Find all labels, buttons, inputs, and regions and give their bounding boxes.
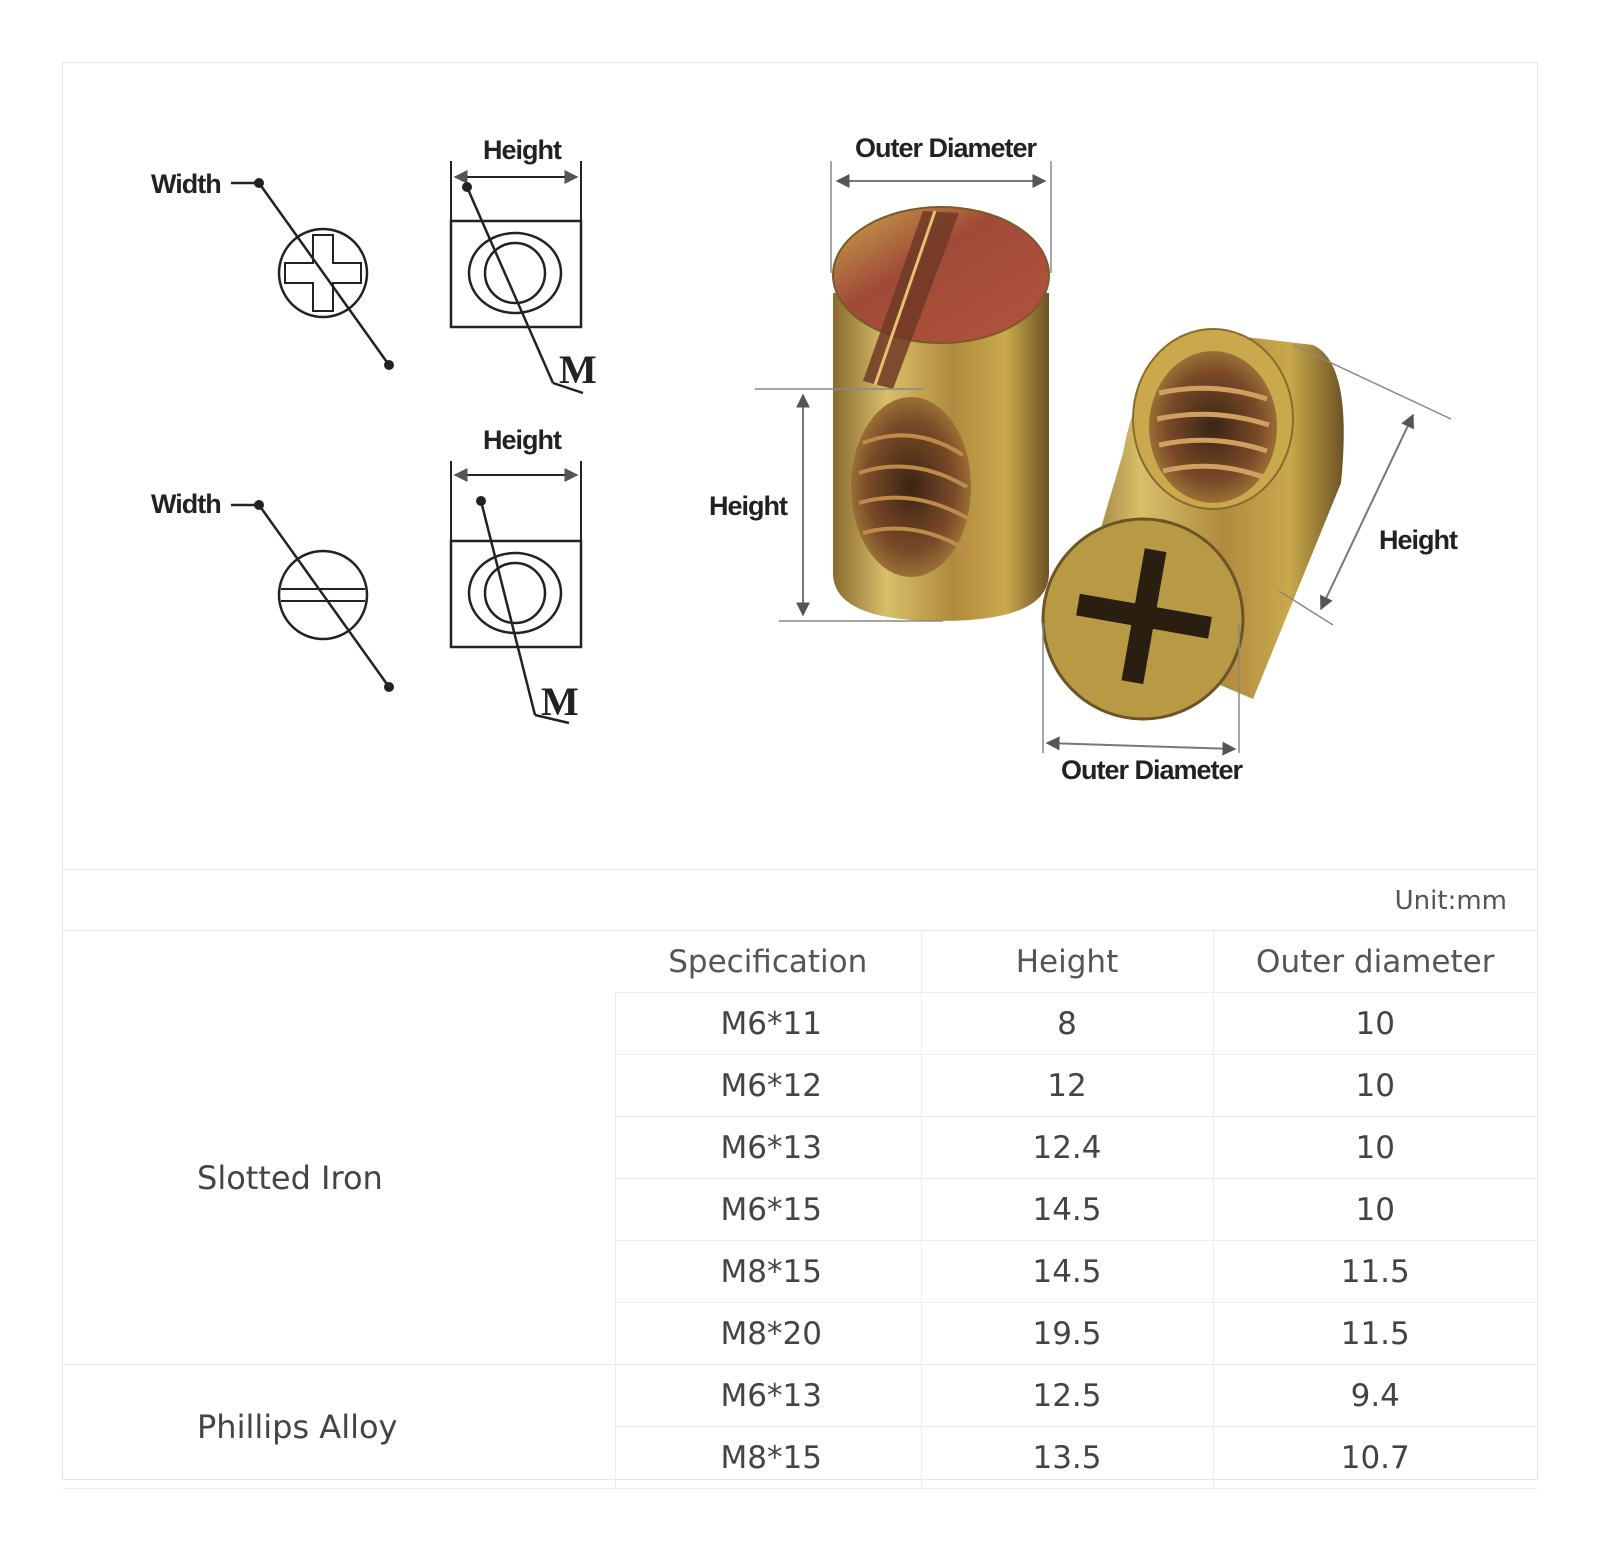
- cell-outer: 11.5: [1212, 1240, 1537, 1303]
- phillips-side-drawing: [231, 178, 394, 370]
- table-row: Slotted Iron M6*11 8 10: [63, 992, 1537, 1365]
- cell-height: 14.5: [920, 1178, 1213, 1241]
- cell-height: 12: [920, 1054, 1213, 1117]
- cell-spec: M6*11: [615, 992, 921, 1055]
- cell-height: 12.5: [920, 1364, 1213, 1427]
- header-height: Height: [920, 931, 1213, 993]
- unit-label: Unit:mm: [1394, 886, 1507, 916]
- cell-spec: M6*12: [615, 1054, 921, 1117]
- cell-height: 14.5: [920, 1240, 1213, 1303]
- cell-height: 19.5: [920, 1302, 1213, 1365]
- m-label-top: M: [559, 347, 597, 392]
- slotted-front-drawing: [449, 461, 583, 725]
- cell-outer: 10: [1212, 1178, 1537, 1241]
- cell-spec: M8*15: [615, 1426, 921, 1489]
- spec-card: Width Height M Width Height M: [62, 62, 1538, 1489]
- slotted-barrel-nut-photo: [832, 206, 1050, 621]
- cell-height: 12.4: [920, 1116, 1213, 1179]
- cell-spec: M6*13: [615, 1116, 921, 1179]
- slotted-side-drawing: [231, 500, 394, 692]
- table-row: Phillips Alloy M6*13 12.5 9.4: [63, 1364, 1537, 1489]
- height-label-top: Height: [483, 135, 562, 165]
- cell-spec: M8*15: [615, 1240, 921, 1303]
- cell-spec: M6*13: [615, 1364, 921, 1427]
- height-label-bottom: Height: [483, 425, 562, 455]
- m-label-bottom: M: [541, 679, 579, 724]
- dimension-drawing: Width Height M Width Height M: [151, 133, 1459, 785]
- outer-diameter-label-top: Outer Diameter: [855, 133, 1038, 163]
- header-outer-diameter: Outer diameter: [1212, 931, 1537, 993]
- width-label-top: Width: [151, 169, 221, 199]
- header-blank-cell: [63, 931, 615, 993]
- cell-outer: 10: [1212, 1116, 1537, 1179]
- cell-outer: 10.7: [1212, 1426, 1537, 1489]
- table-row: M6*15 14.5 10: [63, 1178, 1537, 1241]
- cell-outer: 10: [1212, 1054, 1537, 1117]
- spec-table: Specification Height Outer diameter Slot…: [63, 931, 1537, 1489]
- width-label-bottom: Width: [151, 489, 221, 519]
- group-name-slotted-iron: Slotted Iron: [63, 992, 616, 1365]
- phillips-front-drawing: [449, 161, 584, 395]
- cell-spec: M6*15: [615, 1178, 921, 1241]
- cell-outer: 9.4: [1212, 1364, 1537, 1427]
- cell-outer: 10: [1212, 992, 1537, 1055]
- group-name-phillips-alloy: Phillips Alloy: [63, 1364, 616, 1489]
- height-label-left-photo: Height: [709, 491, 788, 521]
- table-row: M8*20 19.5 11.5: [63, 1302, 1537, 1365]
- table-row: M8*15 13.5 10.7: [63, 1426, 1537, 1489]
- height-label-right-photo: Height: [1379, 525, 1458, 555]
- cell-spec: M8*20: [615, 1302, 921, 1365]
- table-row: M6*12 12 10: [63, 1054, 1537, 1117]
- table-header-row: Specification Height Outer diameter: [63, 931, 1537, 993]
- table-row: M6*13 12.4 10: [63, 1116, 1537, 1179]
- table-row: M8*15 14.5 11.5: [63, 1240, 1537, 1303]
- outer-diameter-label-bottom: Outer Diameter: [1061, 755, 1244, 785]
- phillips-barrel-nut-photo: [1041, 328, 1344, 721]
- unit-row: Unit:mm: [63, 869, 1537, 931]
- cell-height: 13.5: [920, 1426, 1213, 1489]
- cell-height: 8: [920, 992, 1213, 1055]
- cell-outer: 11.5: [1212, 1302, 1537, 1365]
- header-specification: Specification: [615, 931, 921, 993]
- product-figure: Width Height M Width Height M: [63, 63, 1537, 869]
